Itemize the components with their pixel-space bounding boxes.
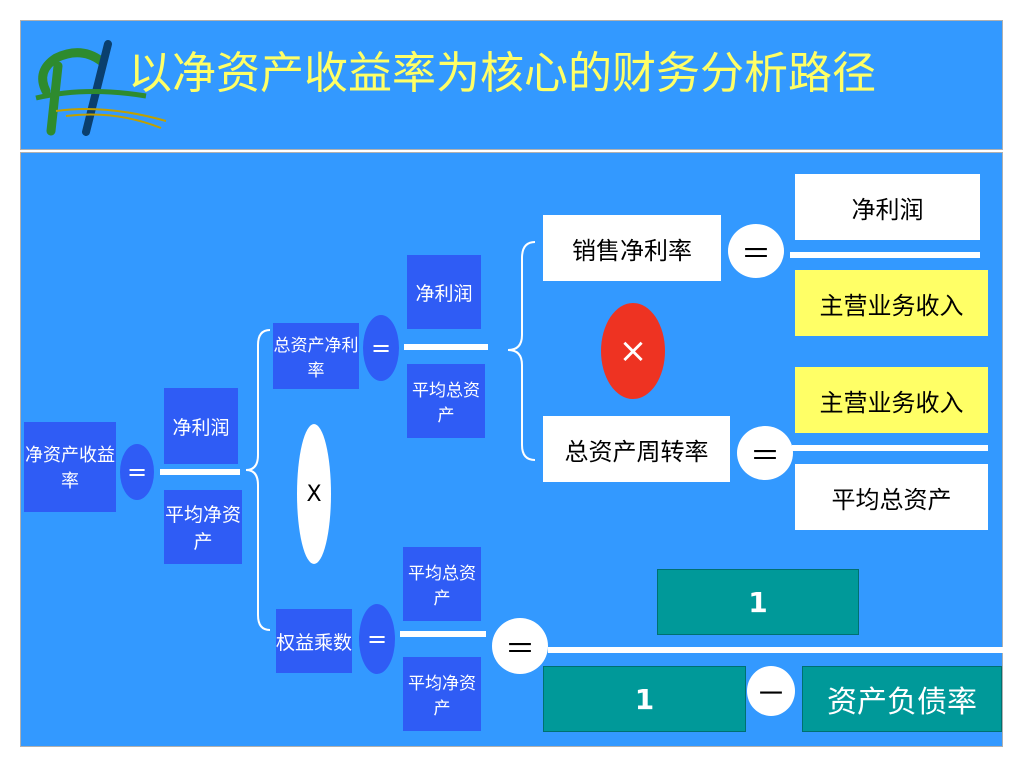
node-sales-margin: 销售净利率 [543,215,721,281]
equals-sign: = [363,315,399,381]
fraction-bar [160,469,240,475]
node-net-profit: 净利润 [407,255,481,329]
node-avg-net-assets: 平均净资产 [403,657,481,731]
multiply-sign: × [601,303,665,399]
fraction-bar [548,647,1003,653]
fraction-bar [404,344,488,350]
equals-sign: ＝ [728,224,784,278]
fraction-bar [790,252,980,258]
node-revenue: 主营业务收入 [795,367,988,433]
multiply-sign: X [297,424,331,564]
fraction-bar [792,445,988,451]
page-title: 以净资产收益率为核心的财务分析路径 [128,48,876,99]
equals-sign: = [120,444,154,500]
node-asset-turnover: 总资产周转率 [543,416,730,482]
node-avg-total-assets: 平均总资产 [407,364,485,438]
node-avg-total-assets: 平均总资产 [403,547,481,621]
title-panel [20,20,1003,150]
minus-sign: － [747,666,795,716]
equals-sign: = [359,604,395,674]
fraction-bar [400,631,486,637]
node-net-profit: 净利润 [795,174,980,240]
equals-sign: ＝ [737,426,793,480]
node-equity-multiplier: 权益乘数 [276,609,352,673]
node-revenue: 主营业务收入 [795,270,988,336]
node-avg-total-assets: 平均总资产 [795,464,988,530]
logo-mark [35,40,167,136]
node-roa: 总资产净利率 [273,323,359,389]
node-net-profit: 净利润 [164,388,238,464]
node-debt-ratio: 资产负债率 [802,666,1002,732]
node-roe: 净资产收益率 [24,422,116,512]
node-avg-net-assets: 平均净资产 [164,490,242,564]
node-one: 1 [657,569,859,635]
equals-sign: ＝ [492,618,548,674]
node-one: 1 [543,666,746,732]
